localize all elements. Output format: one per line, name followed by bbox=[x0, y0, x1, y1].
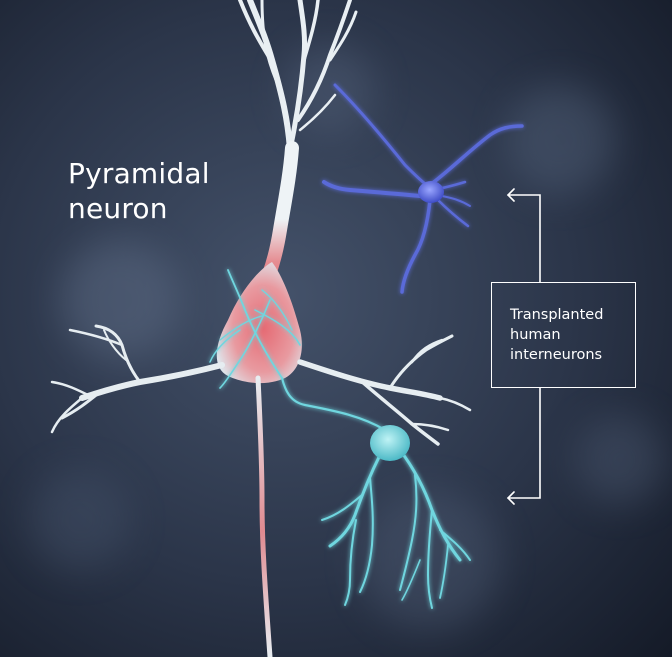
interneuron-label-line-1: Transplanted bbox=[510, 307, 604, 323]
pyramidal-neuron-label: Pyramidal neuron bbox=[68, 156, 268, 226]
pyramidal-label-line-1: Pyramidal bbox=[68, 157, 210, 190]
interneuron-label-box: Transplanted human interneurons bbox=[491, 282, 636, 388]
annotation-bracket bbox=[506, 188, 541, 505]
arrow-down-icon bbox=[506, 491, 515, 505]
pyramidal-axon bbox=[255, 375, 273, 657]
basal-dendrites-right bbox=[297, 334, 472, 446]
blue-interneuron bbox=[322, 83, 524, 294]
pyramidal-soma bbox=[216, 262, 302, 384]
pyramidal-neuron bbox=[50, 0, 472, 657]
background-haze bbox=[30, 45, 665, 630]
pyramidal-label-line-2: neuron bbox=[68, 192, 168, 225]
blue-interneuron-soma bbox=[418, 181, 444, 203]
apical-tuft bbox=[238, 0, 358, 153]
cyan-interneuron-soma bbox=[370, 425, 410, 461]
interneuron-label-line-3: interneurons bbox=[510, 347, 603, 363]
basal-dendrites-left bbox=[50, 324, 225, 434]
interneuron-label-line-2: human bbox=[510, 327, 561, 343]
arrow-up-icon bbox=[506, 188, 515, 202]
cyan-interneuron bbox=[209, 269, 471, 609]
bracket-upper-line bbox=[507, 194, 541, 283]
bracket-lower-line bbox=[507, 387, 541, 499]
